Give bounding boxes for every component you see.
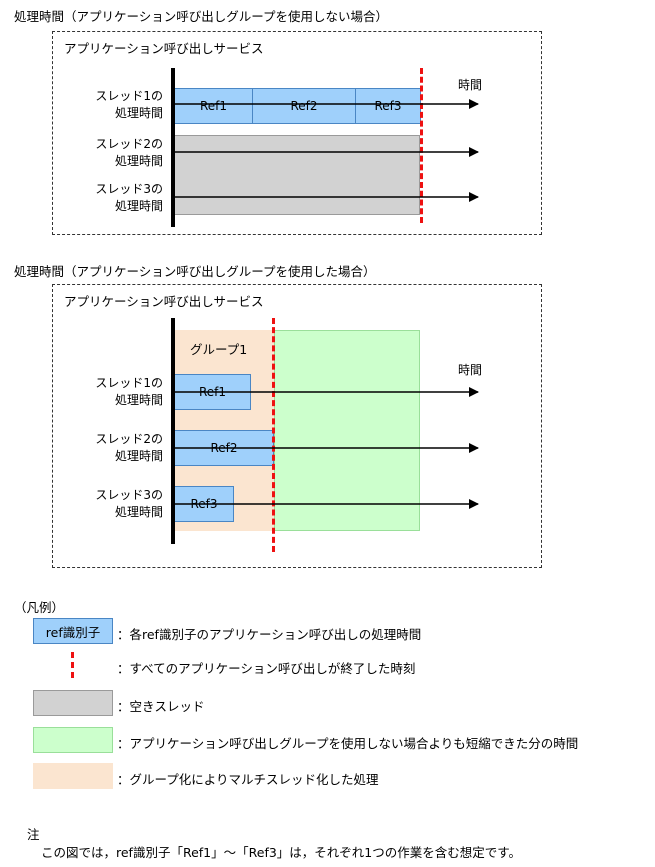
section1-frame <box>52 31 542 235</box>
s1-thread1-label: スレッド1の 処理時間 <box>73 88 163 122</box>
note-text: この図では，ref識別子「Ref1」～「Ref3」は，それぞれ1つの作業を含む想… <box>41 845 521 860</box>
s2-saved-time-area <box>274 330 420 531</box>
s1-thread3-label-line1: スレッド3の <box>95 182 163 196</box>
s2-thread3-label: スレッド3の 処理時間 <box>73 487 163 521</box>
section1-service-label: アプリケーション呼び出しサービス <box>64 41 264 56</box>
s2-thread2-label-line1: スレッド2の <box>95 432 163 446</box>
s2-thread2-label-line2: 処理時間 <box>114 449 163 463</box>
s1-ref2-bar: Ref2 <box>252 88 356 124</box>
s2-start-line <box>171 318 175 544</box>
s1-thread2-label-line1: スレッド2の <box>95 137 163 151</box>
legend-item-saved: ：アプリケーション呼び出しグループを使用しない場合よりも短縮できた分の時間 <box>117 736 579 751</box>
section2-service-label: アプリケーション呼び出しサービス <box>64 294 264 309</box>
s2-thread1-label: スレッド1の 処理時間 <box>73 375 163 409</box>
legend-swatch-end-line <box>71 652 74 678</box>
s2-thread1-label-line2: 処理時間 <box>114 393 163 407</box>
s1-end-time-line <box>420 68 423 223</box>
note-heading: 注 <box>27 827 40 842</box>
s2-end-time-line <box>272 318 275 552</box>
legend-swatch-saved <box>33 727 113 753</box>
s2-group-label: グループ1 <box>190 342 248 357</box>
legend-item-ref: ：各ref識別子のアプリケーション呼び出しの処理時間 <box>117 627 422 642</box>
legend-item-idle: ：空きスレッド <box>117 699 205 714</box>
s1-start-line <box>171 68 175 227</box>
s1-thread3-label: スレッド3の 処理時間 <box>73 181 163 215</box>
s1-thread2-label: スレッド2の 処理時間 <box>73 136 163 170</box>
s2-time-label: 時間 <box>458 363 483 377</box>
s1-thread3-label-line2: 処理時間 <box>114 199 163 213</box>
legend-swatch-idle <box>33 690 113 716</box>
s1-idle-threads-block <box>174 135 420 215</box>
section2-title: 処理時間（アプリケーション呼び出しグループを使用した場合） <box>14 264 376 279</box>
s1-thread2-label-line2: 処理時間 <box>114 154 163 168</box>
section1-title: 処理時間（アプリケーション呼び出しグループを使用しない場合） <box>14 9 389 24</box>
legend-item-group: ：グループ化によりマルチスレッド化した処理 <box>117 772 379 787</box>
legend-item-end-line: ：すべてのアプリケーション呼び出しが終了した時刻 <box>117 661 416 676</box>
s2-thread3-label-line2: 処理時間 <box>114 505 163 519</box>
s1-time-label: 時間 <box>458 78 483 92</box>
section2-frame <box>52 284 542 568</box>
s1-thread1-label-line2: 処理時間 <box>114 106 163 120</box>
s2-thread1-label-line1: スレッド1の <box>95 376 163 390</box>
legend-swatch-group <box>33 763 113 789</box>
s2-thread3-label-line1: スレッド3の <box>95 488 163 502</box>
s2-thread2-label: スレッド2の 処理時間 <box>73 431 163 465</box>
legend-heading: （凡例） <box>14 600 65 615</box>
s1-thread1-label-line1: スレッド1の <box>95 89 163 103</box>
legend-swatch-ref: ref識別子 <box>33 618 113 644</box>
